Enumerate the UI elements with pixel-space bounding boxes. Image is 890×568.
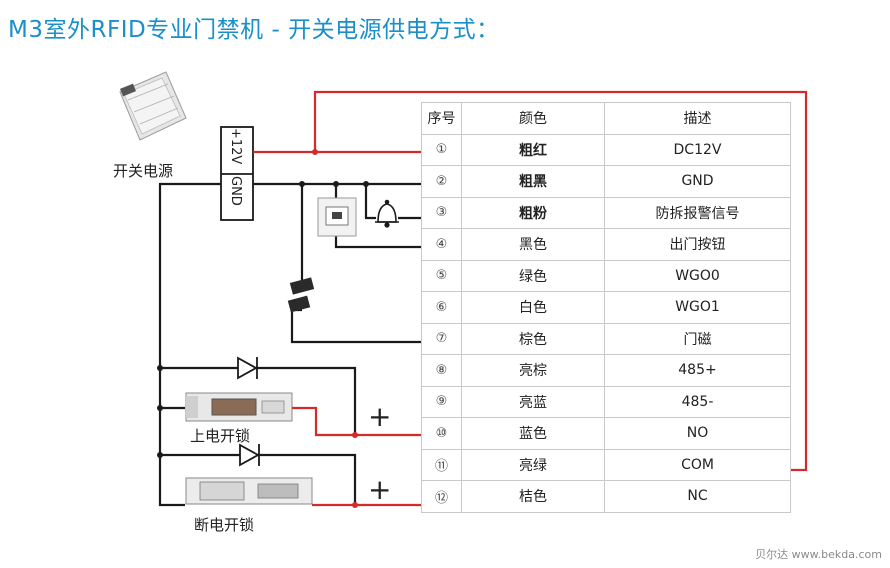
row-desc: WGO1: [604, 291, 791, 324]
row-color: 粗黑: [461, 165, 605, 198]
door-magnet-icon: [287, 277, 315, 313]
terminal-plus-label: +12V: [228, 128, 243, 164]
row-no: ⑤: [421, 259, 462, 292]
table-row: ⑩ 蓝色 NO: [421, 417, 791, 450]
row-desc: COM: [604, 448, 791, 481]
table-row: ③ 粗粉 防拆报警信号: [421, 196, 791, 229]
row-no: ⑦: [421, 322, 462, 355]
row-desc: 485+: [604, 354, 791, 387]
diode-upper-icon: [237, 356, 258, 380]
red-12v-wire: [253, 90, 808, 472]
row-desc: 门磁: [604, 322, 791, 355]
row-desc: WGO0: [604, 259, 791, 292]
row-color: 亮棕: [461, 354, 605, 387]
table-row: ① 粗红 DC12V: [421, 133, 791, 166]
row-no: ⑧: [421, 354, 462, 387]
row-no: ③: [421, 196, 462, 229]
row-desc: DC12V: [604, 133, 791, 166]
row-no: ⑪: [421, 448, 462, 481]
page-title: M3室外RFID专业门禁机 - 开关电源供电方式：: [8, 17, 500, 43]
row-color: 粗红: [461, 133, 605, 166]
row-color: 亮蓝: [461, 385, 605, 418]
table-row: ⑥ 白色 WGO1: [421, 291, 791, 324]
table-row: ② 粗黑 GND: [421, 165, 791, 198]
power-supply-icon: [119, 71, 187, 141]
power-supply-label: 开关电源: [113, 162, 173, 180]
row-no: ⑨: [421, 385, 462, 418]
row-no: ①: [421, 133, 462, 166]
table-header-row: 序号 颜色 描述: [421, 102, 791, 135]
row-color: 白色: [461, 291, 605, 324]
row-color: 桔色: [461, 480, 605, 513]
row-desc: 485-: [604, 385, 791, 418]
alarm-bell-icon: [375, 199, 399, 228]
unpowered-lock-label: 断电开锁: [194, 516, 254, 534]
row-no: ②: [421, 165, 462, 198]
row-desc: 出门按钮: [604, 228, 791, 261]
exit-button-icon: [317, 197, 357, 237]
row-desc: NO: [604, 417, 791, 450]
table-row: ⑨ 亮蓝 485-: [421, 385, 791, 418]
row-no: ④: [421, 228, 462, 261]
terminal-block: +12V GND: [220, 126, 254, 221]
black-ground-wires: [158, 182, 422, 507]
row-desc: GND: [604, 165, 791, 198]
plus-sign-lower: +: [368, 473, 391, 506]
diode-lower-icon: [239, 443, 260, 467]
table-row: ⑦ 棕色 门磁: [421, 322, 791, 355]
header-color: 颜色: [461, 102, 605, 135]
plus-sign-upper: +: [368, 400, 391, 433]
row-color: 亮绿: [461, 448, 605, 481]
watermark: 贝尔达 www.bekda.com: [755, 548, 882, 561]
table-row: ⑤ 绿色 WGO0: [421, 259, 791, 292]
row-color: 蓝色: [461, 417, 605, 450]
wiring-table: 序号 颜色 描述 ① 粗红 DC12V ② 粗黑 GND ③ 粗粉 防拆报警信号…: [421, 102, 791, 513]
table-row: ④ 黑色 出门按钮: [421, 228, 791, 261]
row-color: 绿色: [461, 259, 605, 292]
terminal-gnd-label: GND: [228, 176, 243, 206]
header-desc: 描述: [604, 102, 791, 135]
row-color: 黑色: [461, 228, 605, 261]
row-desc: 防拆报警信号: [604, 196, 791, 229]
row-color: 粗粉: [461, 196, 605, 229]
table-row: ⑪ 亮绿 COM: [421, 448, 791, 481]
powered-lock-label: 上电开锁: [190, 427, 250, 445]
table-row: ⑧ 亮棕 485+: [421, 354, 791, 387]
row-no: ⑫: [421, 480, 462, 513]
row-no: ⑩: [421, 417, 462, 450]
header-no: 序号: [421, 102, 462, 135]
red-lock-wires: [292, 406, 422, 507]
row-desc: NC: [604, 480, 791, 513]
table-row: ⑫ 桔色 NC: [421, 480, 791, 513]
row-color: 棕色: [461, 322, 605, 355]
row-no: ⑥: [421, 291, 462, 324]
unpowered-lock-icon: [185, 477, 313, 505]
powered-lock-icon: [185, 392, 293, 422]
